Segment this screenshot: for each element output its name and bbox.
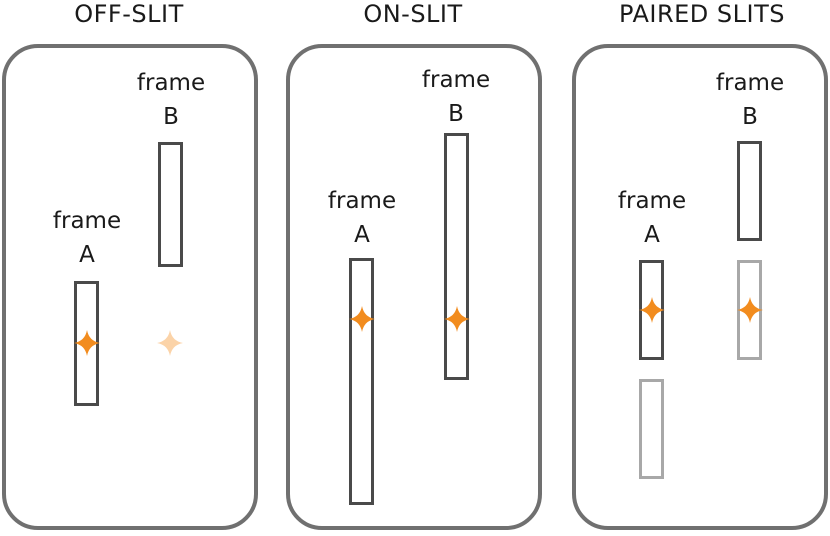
star-faded-icon: [157, 330, 183, 356]
frame-letter: B: [742, 104, 758, 130]
star-icon: [349, 306, 375, 332]
frame-word: frame: [327, 188, 397, 214]
frame-letter: B: [163, 104, 179, 130]
slit-frame-a: [349, 258, 374, 505]
star-icon: [444, 306, 470, 332]
frame-word: frame: [421, 67, 491, 93]
frame-a-label: frame A: [312, 184, 412, 252]
frame-b-label: frame B: [700, 66, 800, 134]
panel-off-slit: [2, 44, 258, 530]
frame-word: frame: [136, 70, 206, 96]
slit-frame-b: [737, 141, 762, 241]
panel-paired-slits: [572, 44, 828, 530]
panel-on-slit: [286, 44, 542, 530]
frame-b-label: frame B: [406, 63, 506, 131]
frame-letter: B: [448, 101, 464, 127]
frame-letter: A: [79, 242, 95, 268]
star-icon: [639, 297, 665, 323]
slit-frame-b: [444, 133, 469, 380]
slit-frame-b: [158, 142, 183, 267]
panel-title-off-slit: OFF-SLIT: [74, 0, 184, 28]
frame-word: frame: [715, 70, 785, 96]
frame-a-label: frame A: [37, 204, 137, 272]
frame-word: frame: [617, 188, 687, 214]
frame-letter: A: [644, 222, 660, 248]
slit-frame-a-paired: [639, 379, 664, 479]
frame-a-label: frame A: [602, 184, 702, 252]
star-icon: [737, 297, 763, 323]
frame-word: frame: [52, 208, 122, 234]
frame-letter: A: [354, 222, 370, 248]
panel-title-on-slit: ON-SLIT: [363, 0, 463, 28]
star-icon: [74, 330, 100, 356]
panel-title-paired-slits: PAIRED SLITS: [619, 0, 785, 28]
frame-b-label: frame B: [121, 66, 221, 134]
